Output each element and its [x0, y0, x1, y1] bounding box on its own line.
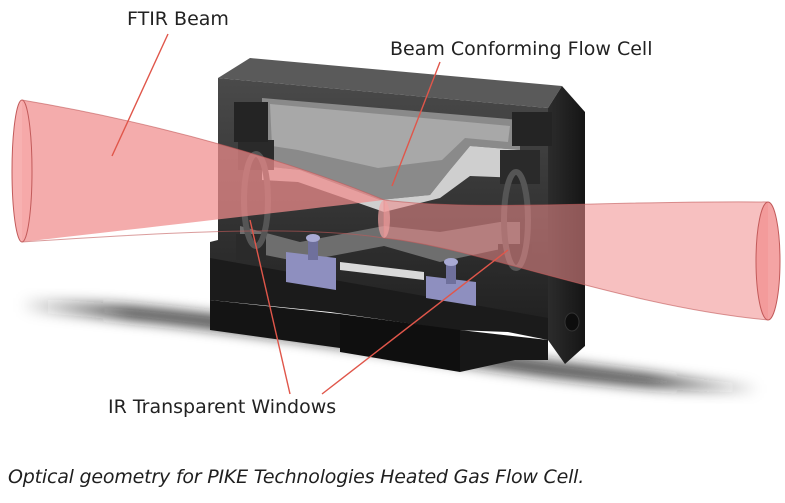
callout-line-window-left [249, 219, 291, 395]
callout-line-flow-cell [391, 61, 441, 187]
flow-cell-label: Beam Conforming Flow Cell [390, 38, 653, 60]
mounting-clamps [286, 234, 476, 306]
flow-cell-diagram [11, 33, 781, 395]
callout-lines [111, 33, 509, 395]
ftir-beam [11, 99, 781, 321]
callout-line-window-right [321, 249, 509, 395]
callout-line-ftir-beam [111, 33, 169, 157]
figure-caption: Optical geometry for PIKE Technologies H… [8, 466, 585, 488]
ftir-beam-label: FTIR Beam [127, 8, 229, 30]
ir-windows-label: IR Transparent Windows [108, 396, 337, 418]
